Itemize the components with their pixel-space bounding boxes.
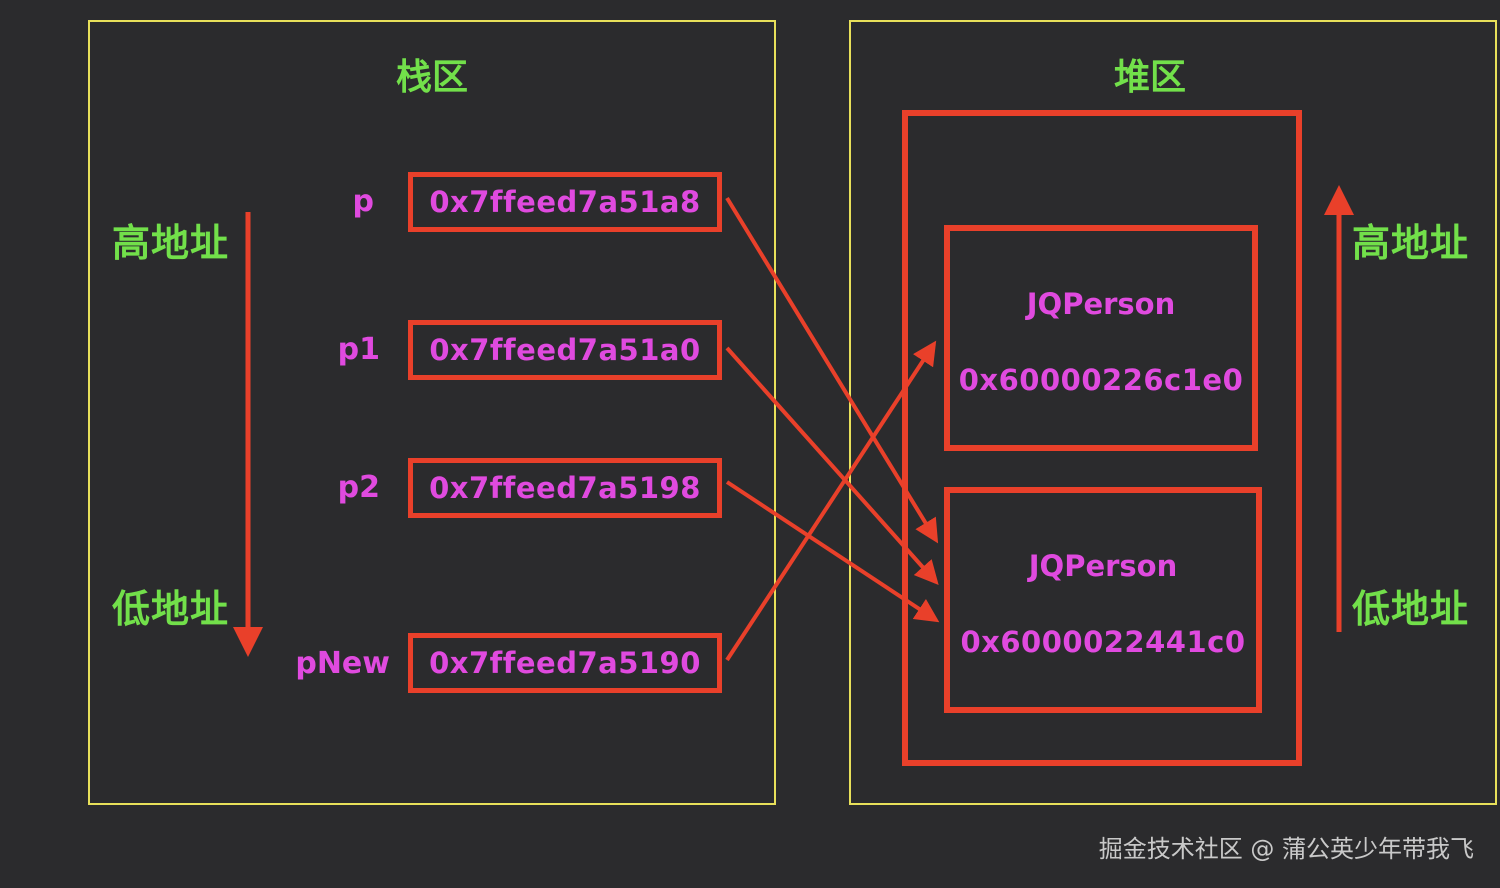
- object-class-name: JQPerson: [1026, 287, 1176, 321]
- heap-low-address-label: 低地址: [1352, 587, 1470, 631]
- object-address: 0x60000226c1e0: [958, 363, 1244, 397]
- stack-slot-p2: 0x7ffeed7a5198: [408, 458, 722, 518]
- stack-low-address-label: 低地址: [112, 587, 230, 631]
- stack-high-address-label: 高地址: [112, 221, 230, 265]
- stack-slot-p: 0x7ffeed7a51a8: [408, 172, 722, 232]
- object-class-name: JQPerson: [1028, 549, 1178, 583]
- heap-object-upper: JQPerson 0x60000226c1e0: [944, 225, 1258, 451]
- heap-object-lower: JQPerson 0x6000022441c0: [944, 487, 1262, 713]
- heap-high-address-label: 高地址: [1352, 221, 1470, 265]
- variable-name-p2: p2: [337, 470, 380, 505]
- stack-slot-pnew: 0x7ffeed7a5190: [408, 633, 722, 693]
- watermark: 掘金技术社区 @ 蒲公英少年带我飞: [1098, 835, 1474, 863]
- stack-region-title: 栈区: [395, 57, 468, 98]
- stack-slot-p1: 0x7ffeed7a51a0: [408, 320, 722, 380]
- object-address: 0x6000022441c0: [960, 625, 1246, 659]
- variable-name-p1: p1: [337, 332, 380, 367]
- variable-name-p: p: [352, 184, 374, 219]
- heap-region-title: 堆区: [1113, 57, 1186, 98]
- variable-name-pnew: pNew: [295, 646, 390, 681]
